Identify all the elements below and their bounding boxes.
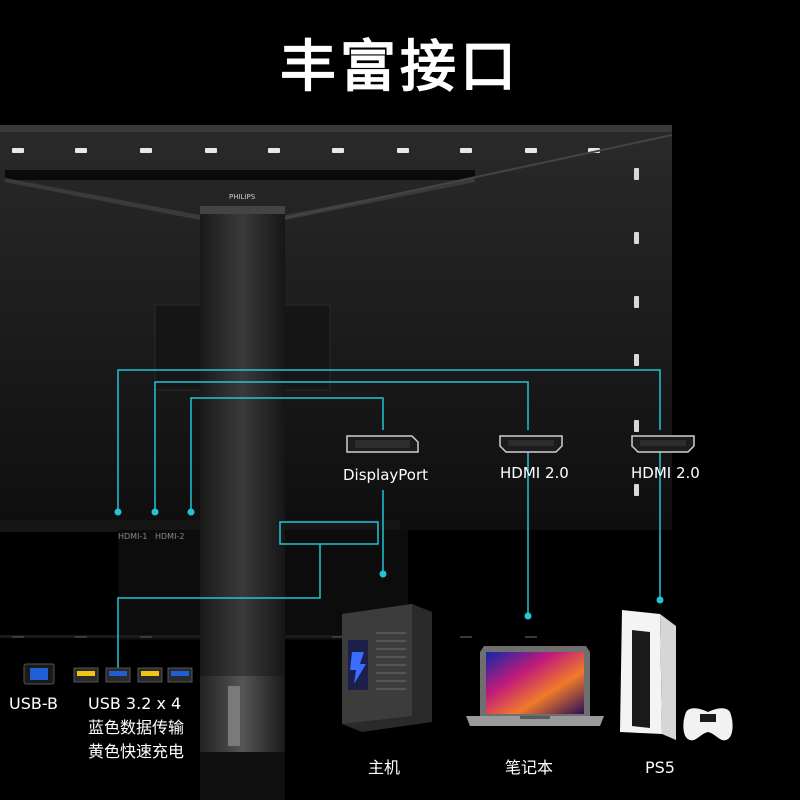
hdmi-label: HDMI 2.0 [631,464,700,482]
usb-b-port-icon [23,663,55,685]
vent-grill [5,170,475,180]
led-strip-top [12,148,600,153]
hdmi-connector-icon [631,435,695,453]
ps5-console-icon [620,610,733,741]
rear-hdmi1-label: HDMI-1 [118,532,148,541]
usb-blue-note: 蓝色数据传输 [88,718,185,737]
hdmi-connector-icon [499,435,563,453]
monitor-stand [200,206,285,800]
console-label: PS5 [645,758,675,777]
rear-hdmi2-label: HDMI-2 [155,532,185,541]
monitor-back [0,125,673,532]
displayport-label: DisplayPort [343,466,429,484]
connection-lines [117,369,661,668]
displayport-connector-icon [346,435,419,453]
usb-a-label: USB 3.2 x 4 [88,694,182,713]
led-strip-side [634,168,639,496]
brand-logo: PHILIPS [229,193,256,201]
hdmi-label: HDMI 2.0 [500,464,569,482]
laptop-label: 笔记本 [505,758,554,777]
laptop-icon [466,646,604,726]
usb-b-label: USB-B [9,694,59,713]
pc-label: 主机 [368,758,401,777]
connection-dots [114,508,664,620]
pc-tower-icon [342,604,432,732]
usb-a-port-icons [73,667,193,683]
usb-yellow-note: 黄色快速充电 [88,742,185,761]
page-title: 丰富接口 [280,35,520,100]
